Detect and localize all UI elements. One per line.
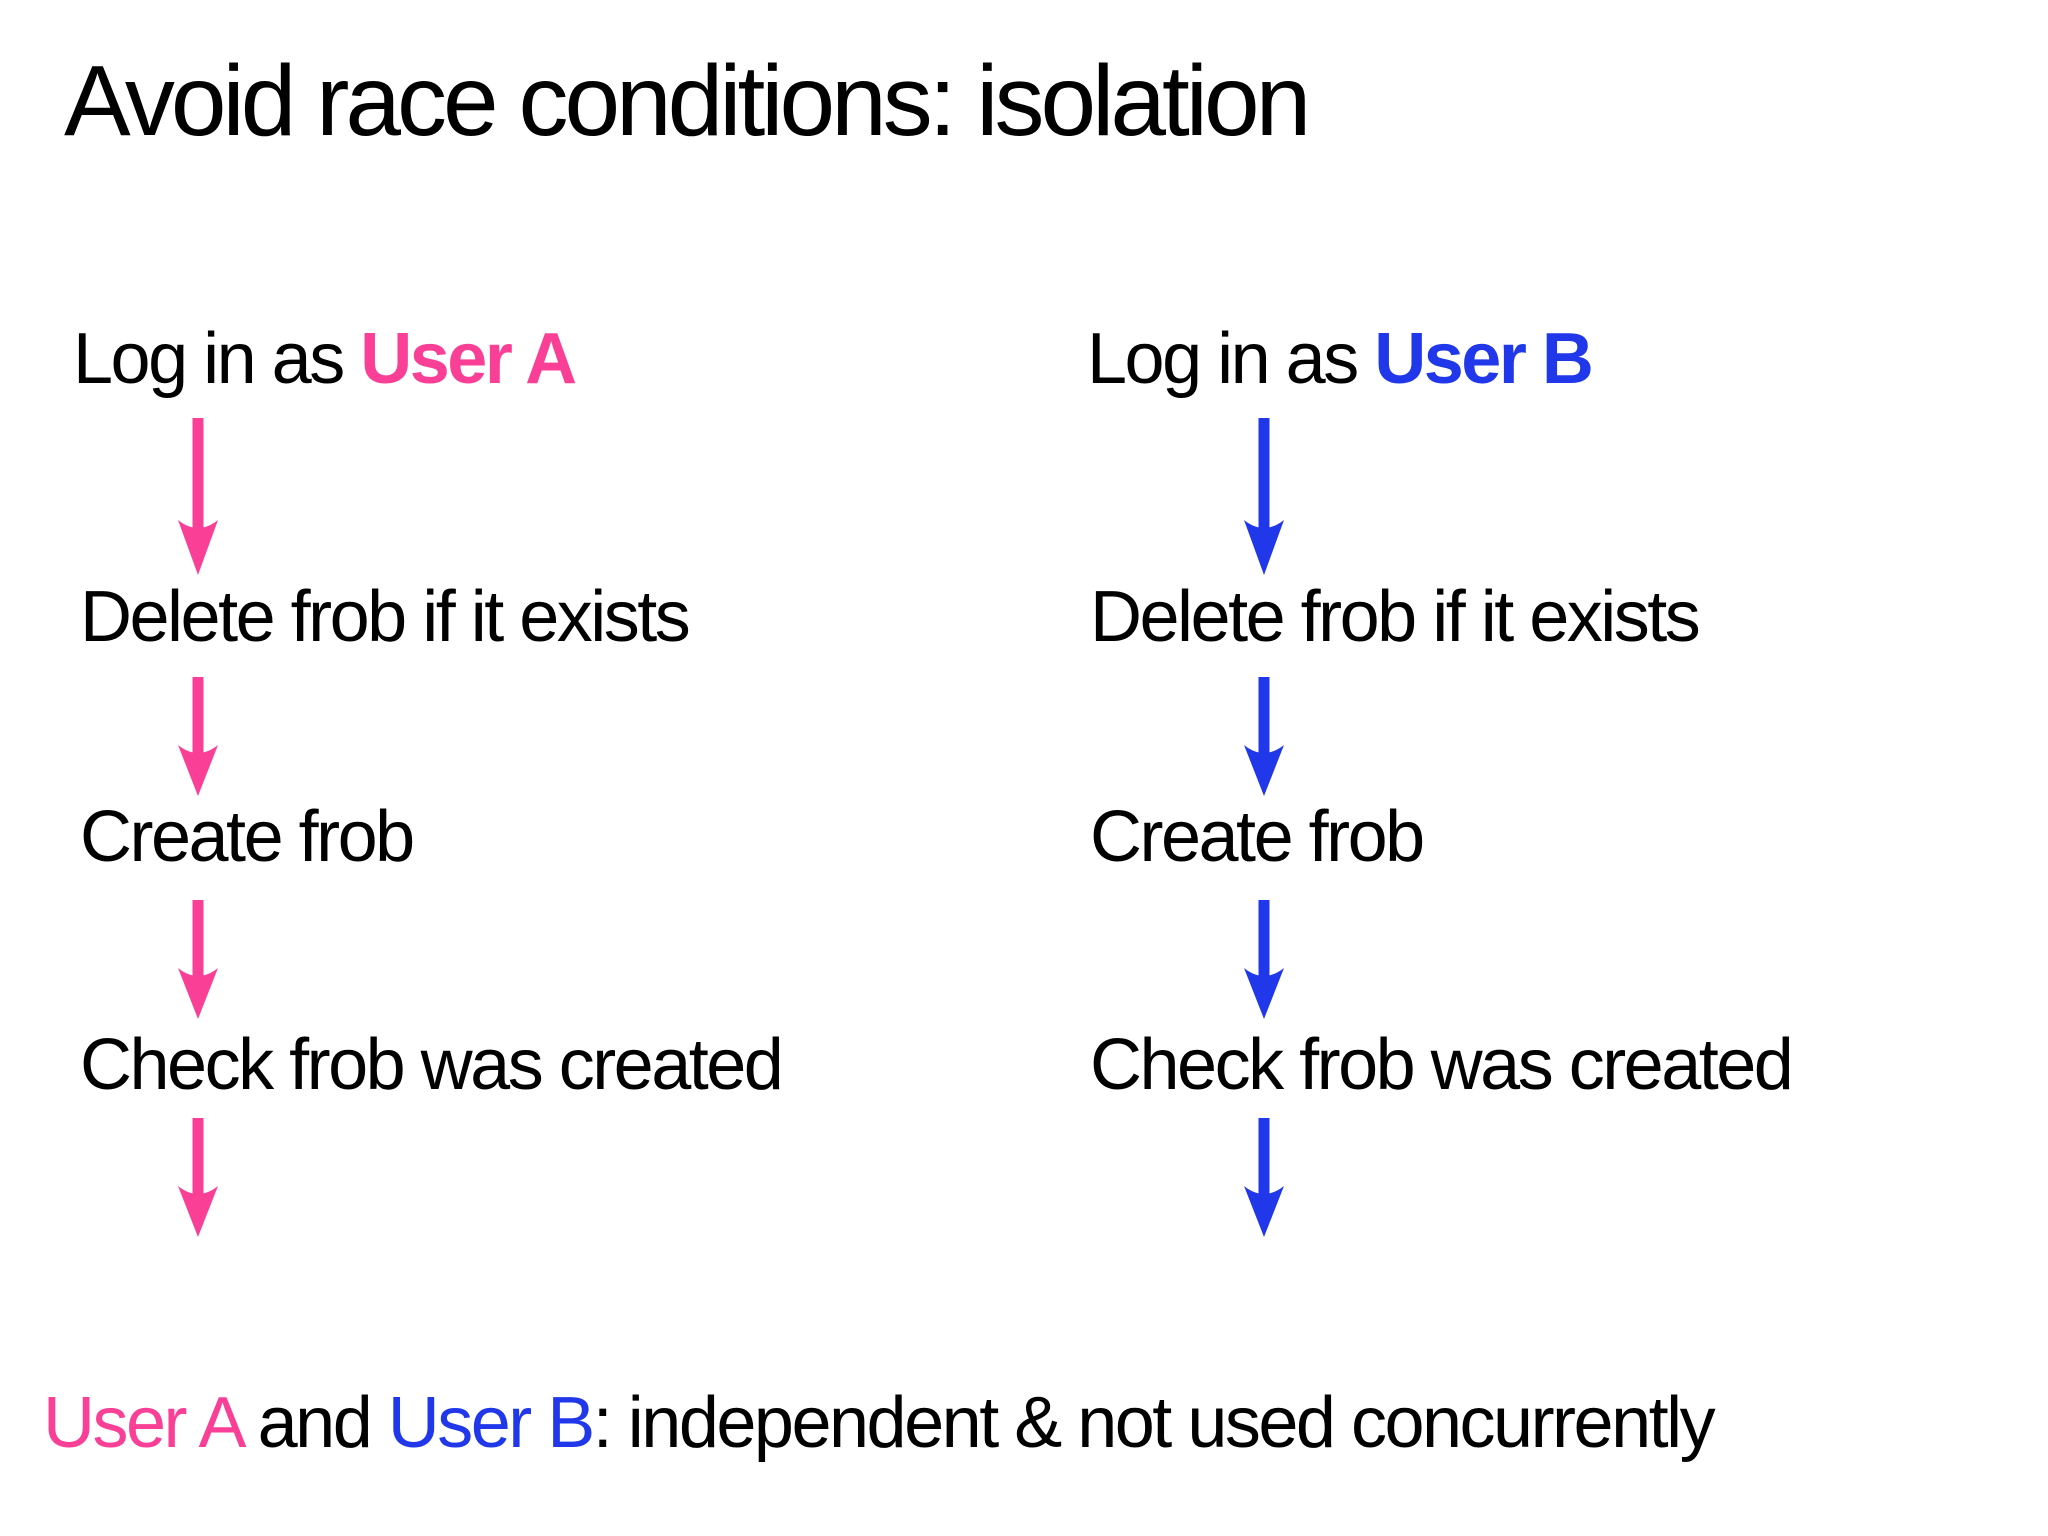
footer-rest-text: : independent & not used concurrently [592,1383,1716,1463]
step-login-user-b: Log in as User B [1087,319,1594,399]
flow-arrow-down-icon [178,677,218,796]
login-prefix-b: Log in as [1087,319,1375,399]
footer-user-b-label: User B [387,1383,596,1463]
step-delete-frob-a: Delete frob if it exists [80,577,691,657]
login-prefix-a: Log in as [73,319,361,399]
flow-arrow-down-icon [1244,1118,1284,1237]
flow-arrow-down-icon [1244,677,1284,796]
summary-line: User A and User B: independent & not use… [43,1382,1716,1464]
user-a-label: User A [360,319,577,399]
slide-title: Avoid race conditions: isolation [64,45,1311,157]
flow-arrow-down-icon [178,900,218,1019]
step-check-frob-a: Check frob was created [80,1025,784,1105]
flow-arrow-down-icon [1244,900,1284,1019]
footer-user-a-label: User A [43,1383,243,1463]
step-delete-frob-b: Delete frob if it exists [1090,577,1701,657]
step-check-frob-b: Check frob was created [1090,1025,1794,1105]
flow-arrow-down-icon [178,1118,218,1237]
flow-arrow-down-icon [1244,418,1284,575]
footer-and-text: and [240,1383,388,1463]
user-b-label: User B [1374,319,1594,399]
flow-arrow-down-icon [178,418,218,575]
step-login-user-a: Log in as User A [73,319,577,399]
step-create-frob-a: Create frob [80,797,415,877]
step-create-frob-b: Create frob [1090,797,1425,877]
